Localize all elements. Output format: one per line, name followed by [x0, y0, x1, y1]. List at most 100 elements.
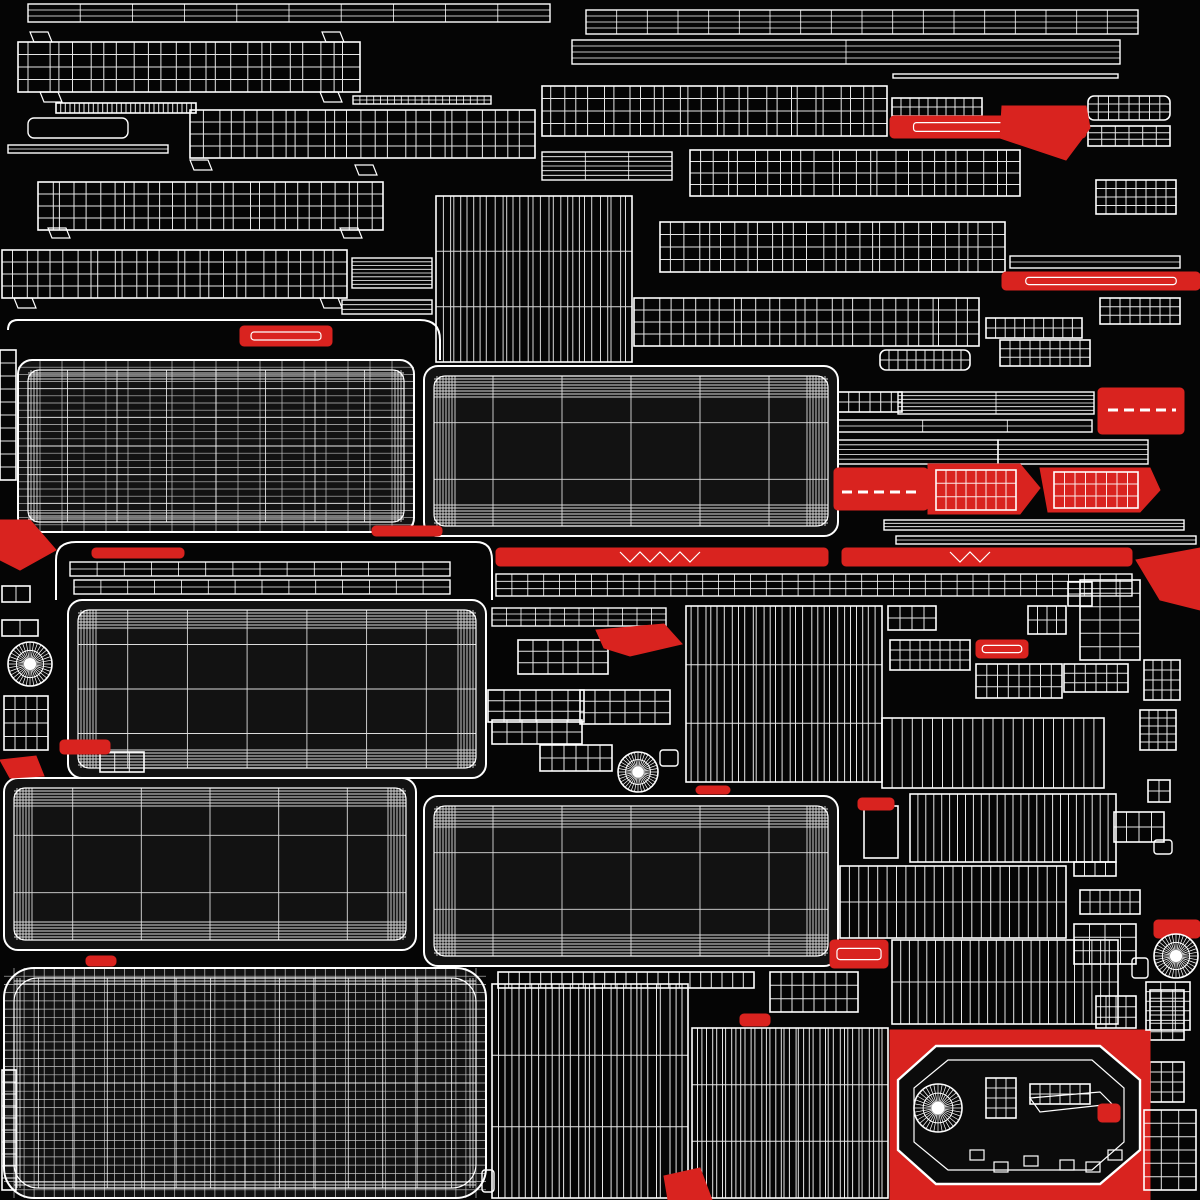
- uv-hub-center: [931, 1101, 945, 1115]
- uv-strip-lines: [898, 392, 1094, 414]
- uv-hub-center: [632, 766, 644, 778]
- uv-bracket-bolt: [993, 1161, 1009, 1173]
- uv-bracket-frame: [896, 1044, 1142, 1186]
- uv-connector-wedge: [29, 31, 53, 43]
- uv-wire-lines: [2, 250, 347, 298]
- uv-red-island: [1001, 271, 1200, 291]
- uv-connector-wedge: [339, 227, 363, 239]
- uv-region-hubs: [7, 641, 1199, 979]
- uv-wire-lines: [880, 350, 970, 370]
- uv-panel-fill-grid: [4, 968, 486, 1198]
- uv-island-outline: [999, 339, 1091, 367]
- uv-wire-lines: [891, 718, 1095, 788]
- uv-panel-edge-loops: [14, 788, 406, 940]
- uv-island-outline: [659, 749, 679, 767]
- uv-hub-center: [1170, 950, 1182, 962]
- uv-strip-lines: [28, 4, 550, 22]
- uv-red-island: [975, 639, 1029, 659]
- uv-panel-rim: [55, 541, 493, 600]
- uv-wire-lines: [540, 745, 612, 771]
- uv-wire-lines: [518, 640, 608, 674]
- uv-region-center-top: [435, 195, 633, 363]
- uv-bracket-bolt: [1023, 1155, 1039, 1167]
- uv-wire-lines: [2, 1081, 16, 1179]
- uv-wire-lines: [1100, 298, 1180, 324]
- uv-strip-lines: [492, 608, 666, 626]
- uv-connector-wedge: [39, 91, 63, 103]
- uv-wire-lines: [1146, 982, 1190, 1030]
- uv-strip-lines: [542, 152, 672, 180]
- uv-red-island: [739, 1013, 771, 1027]
- uv-bracket-bolt: [1107, 1149, 1123, 1161]
- uv-wire-lines: [1150, 990, 1184, 1040]
- uv-wire-lines: [1144, 1110, 1196, 1190]
- uv-wire-lines: [1096, 180, 1176, 214]
- uv-red-island-wire: [619, 551, 991, 563]
- uv-region-side-columns: [0, 349, 1197, 1191]
- uv-region-box-panels: [3, 319, 889, 1199]
- uv-strip-lines: [884, 522, 1184, 528]
- uv-red-island: [85, 955, 117, 967]
- uv-red-blob: [1135, 547, 1200, 611]
- uv-wire-lines: [1028, 606, 1066, 634]
- uv-wire-lines: [1084, 862, 1106, 876]
- uv-wire-lines: [18, 42, 360, 92]
- uv-wire-lines: [1144, 660, 1180, 700]
- uv-red-island-wire: [1025, 276, 1177, 286]
- uv-red-island-wire: [981, 644, 1023, 654]
- uv-wire-lines: [690, 150, 1020, 196]
- uv-red-island: [371, 525, 443, 537]
- uv-hub-spokes: [914, 1084, 962, 1132]
- uv-wire-lines: [492, 720, 582, 744]
- uv-red-island: [833, 467, 929, 511]
- uv-wire-lines: [580, 690, 670, 724]
- uv-wire-lines: [892, 940, 1118, 1024]
- uv-wire-lines: [508, 972, 744, 988]
- uv-island-outline: [685, 605, 883, 783]
- uv-red-blob: [0, 755, 45, 779]
- uv-wire-lines: [890, 640, 970, 670]
- uv-island-outline: [27, 117, 129, 139]
- uv-wire-lines: [634, 298, 979, 346]
- uv-hub-ring: [15, 649, 45, 679]
- uv-strip-lines: [353, 96, 491, 104]
- uv-wire-lines: [1096, 996, 1136, 1028]
- uv-region-red-bracket-assembly: [889, 1029, 1151, 1200]
- uv-wire-lines: [436, 196, 632, 362]
- uv-red-island-wire: [250, 331, 322, 341]
- uv-red-island: [829, 939, 889, 969]
- uv-strip-lines: [70, 562, 450, 576]
- uv-bracket-bolt: [1085, 1161, 1101, 1173]
- uv-wire-lines: [60, 103, 192, 113]
- uv-wire-lines: [1140, 710, 1176, 750]
- uv-red-island: [857, 797, 895, 811]
- uv-strip-outline: [892, 73, 1119, 79]
- uv-wire-lines: [1148, 780, 1170, 802]
- uv-red-island: [841, 547, 1133, 567]
- uv-connector-wedge: [354, 164, 378, 176]
- uv-strip-lines: [838, 444, 998, 460]
- uv-region-small-islands: [1, 581, 1185, 1193]
- uv-red-blob: [595, 623, 683, 657]
- uv-wire-lines: [492, 984, 688, 1198]
- uv-wire-lines: [190, 110, 535, 158]
- uv-hub-ring: [625, 759, 651, 785]
- uv-region-top-right: [541, 9, 1181, 371]
- uv-wire-lines: [1000, 340, 1090, 366]
- uv-wire-lines: [1080, 890, 1140, 914]
- uv-hub-ring: [922, 1092, 954, 1124]
- uv-strip-lines: [572, 40, 1120, 64]
- uv-hub-spokes: [1154, 934, 1198, 978]
- uv-hub-spokes: [618, 752, 658, 792]
- uv-hub-spokes: [8, 642, 52, 686]
- uv-strip-outline: [883, 519, 1185, 531]
- uv-red-island: [495, 547, 829, 567]
- uv-red-island: [59, 739, 111, 755]
- uv-wire-lines: [1114, 812, 1164, 842]
- uv-connector-wedge: [321, 31, 345, 43]
- uv-connector-wedge: [319, 91, 343, 103]
- uv-island-outline: [1131, 957, 1149, 979]
- uv-red-blob: [1039, 467, 1161, 513]
- uv-wire-lines: [488, 690, 584, 722]
- uv-wire-lines: [114, 752, 130, 772]
